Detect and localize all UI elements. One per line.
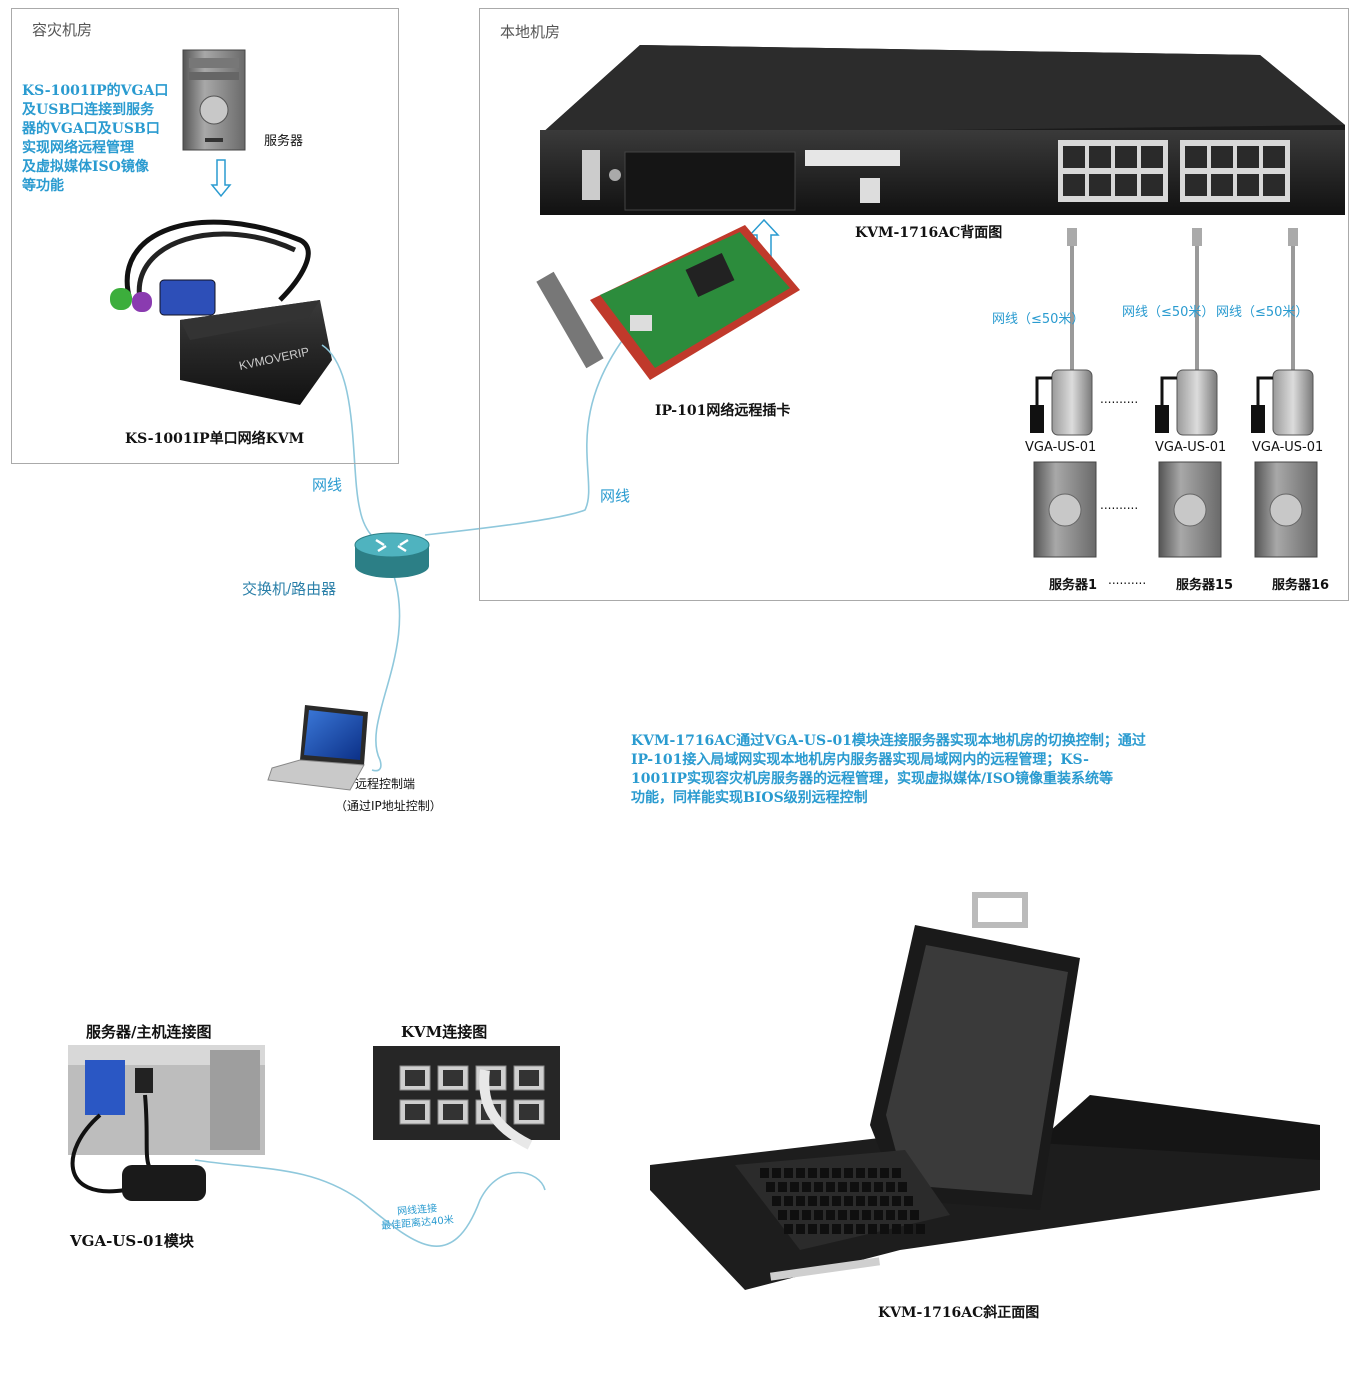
dots-separator: ..........	[1108, 573, 1147, 587]
dots-separator: ..........	[1100, 392, 1139, 406]
disaster-note-line: 及USB口连接到服务	[22, 102, 155, 118]
disaster-recovery-room-panel: 容灾机房	[11, 8, 399, 464]
disaster-note-line: 器的VGA口及USB口	[22, 121, 160, 137]
cable-length-label-2: 网线（≤50米）	[1122, 305, 1215, 320]
description-line: IP-101接入局域网实现本地机房内服务器实现局域网内的远程管理；KS-	[631, 752, 1089, 768]
switch-router-label: 交换机/路由器	[242, 581, 337, 598]
disaster-note-line: 等功能	[22, 178, 64, 194]
module-label-2: VGA-US-01	[1155, 440, 1227, 455]
module-label-1: VGA-US-01	[1025, 440, 1097, 455]
server-connection-photo	[68, 1045, 265, 1201]
vga-us-01-module-label: VGA-US-01模块	[70, 1232, 194, 1250]
panel-title-local: 本地机房	[500, 23, 561, 41]
laptop-icon	[267, 705, 368, 791]
kvm-port-closeup-photo	[373, 1046, 560, 1150]
server-label-15: 服务器15	[1176, 578, 1234, 593]
local-room-panel: 本地机房	[479, 8, 1349, 601]
ip101-card-label: IP-101网络远程插卡	[655, 403, 791, 419]
server-connection-label: 服务器/主机连接图	[86, 1023, 212, 1041]
cable-label-left: 网线	[312, 477, 343, 494]
kvm-rear-label: KVM-1716AC背面图	[855, 225, 1003, 241]
ks1001ip-label: KS-1001IP单口网络KVM	[125, 431, 305, 447]
kvm-1716ac-rear-icon	[540, 45, 1345, 215]
description-line: 1001IP实现容灾机房服务器的远程管理，实现虚拟媒体/ISO镜像重装系统等	[631, 771, 1114, 787]
description-text: KVM-1716AC通过VGA-US-01模块连接服务器实现本地机房的切换控制；…	[631, 732, 1146, 808]
module-label-3: VGA-US-01	[1252, 440, 1324, 455]
disaster-note-line: 实现网络远程管理	[22, 140, 134, 156]
description-line: 功能，同样能实现BIOS级别远程控制	[631, 790, 868, 806]
kvm-connection-label: KVM连接图	[401, 1023, 488, 1041]
cable-length-label-3: 网线（≤50米）	[1216, 305, 1309, 320]
remote-control-label: 远程控制端	[355, 777, 416, 791]
ks1001ip-device-icon: KVMOVERIP	[110, 219, 332, 405]
panel-title-disaster: 容灾机房	[32, 21, 93, 39]
kvm-1716ac-front-icon	[650, 892, 1320, 1290]
rj45-ports	[1058, 140, 1290, 202]
disaster-note-line: 及虚拟媒体ISO镜像	[22, 159, 149, 175]
remote-control-sub: （通过IP地址控制）	[335, 799, 442, 813]
kvm-front-label: KVM-1716AC斜正面图	[878, 1305, 1040, 1321]
server-label-16: 服务器16	[1272, 578, 1330, 593]
disaster-note-line: KS-1001IP的VGA口	[22, 83, 169, 99]
switch-router-icon	[354, 532, 430, 578]
cable-label-right: 网线	[600, 488, 631, 505]
server-label: 服务器	[264, 134, 304, 149]
down-arrow-icon	[210, 159, 232, 198]
local-server-stack	[1030, 228, 1318, 558]
ip-101-card-icon	[536, 225, 800, 380]
server-label-1: 服务器1	[1049, 578, 1098, 593]
dots-separator: ..........	[1100, 498, 1139, 512]
cable-length-label-1: 网线（≤50米）	[992, 312, 1085, 327]
description-line: KVM-1716AC通过VGA-US-01模块连接服务器实现本地机房的切换控制；…	[631, 733, 1146, 749]
disaster-note: KS-1001IP的VGA口 及USB口连接到服务 器的VGA口及USB口 实现…	[22, 82, 168, 196]
server-tower-icon	[182, 49, 246, 151]
